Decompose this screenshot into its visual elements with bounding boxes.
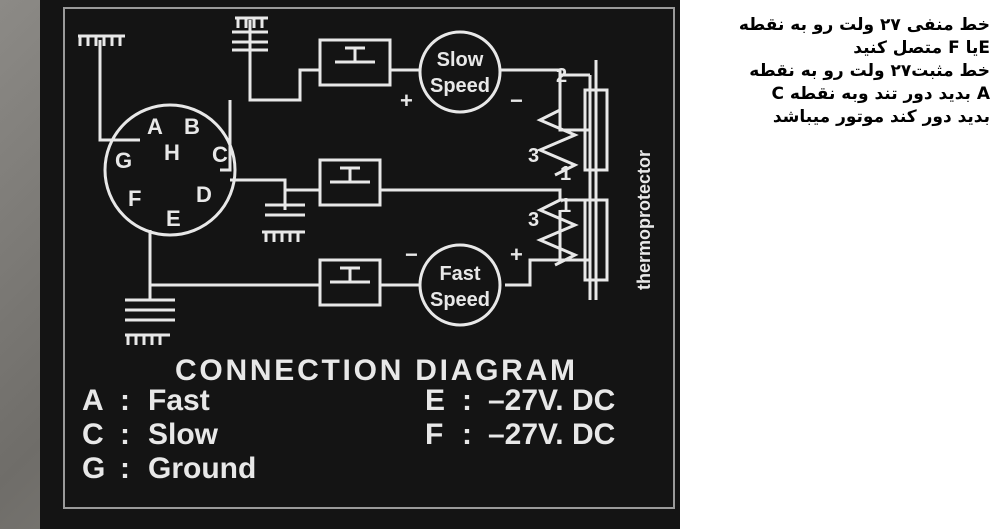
legend-value-e: –27V. DC — [488, 384, 615, 417]
motor-slow-minus: − — [510, 88, 523, 113]
terminal-3-upper: 3 — [528, 145, 539, 167]
pin-d-label: D — [196, 182, 212, 207]
note-line-3: خط مثبت۲۷ ولت رو به نقطه — [749, 61, 990, 81]
legend-value-g: Ground — [148, 452, 256, 485]
thermoprotector-block — [536, 60, 609, 300]
motor-slow-label-2: Speed — [430, 75, 490, 97]
legend-key-f: F — [425, 418, 443, 451]
relay-fast — [318, 258, 382, 307]
thermoprotector-label: thermoprotector — [634, 150, 654, 290]
legend-value-f: –27V. DC — [488, 418, 615, 451]
legend: A : Fast C : Slow G : Ground E : –27V. D… — [82, 384, 615, 485]
legend-value-c: Slow — [148, 418, 219, 451]
legend-key-a: A — [82, 384, 104, 417]
motor-fast-minus: − — [405, 242, 418, 267]
legend-sep-g: : — [120, 452, 130, 485]
legend-sep-e: : — [462, 384, 472, 417]
motor-fast-label-2: Speed — [430, 289, 490, 311]
motor-slow-label-1: Slow — [437, 49, 484, 71]
relays — [318, 38, 392, 307]
pin-c-label: C — [212, 142, 228, 167]
terminal-1-lower: 1 — [560, 195, 571, 217]
plate-border — [63, 7, 675, 509]
legend-sep-f: : — [462, 418, 472, 451]
connector: A B C D E F G H — [103, 103, 237, 237]
legend-sep-c: : — [120, 418, 130, 451]
plate-background — [40, 0, 680, 529]
pin-f-label: F — [128, 186, 141, 211]
legend-sep-a: : — [120, 384, 130, 417]
terminal-numbers: 2 3 1 3 1 — [528, 65, 571, 231]
pin-a-label: A — [147, 114, 163, 139]
motor-fast: Fast Speed − + — [405, 242, 523, 327]
legend-key-e: E — [425, 384, 445, 417]
note-line-2: Eیا F متصل کنید — [853, 38, 990, 58]
motor-slow-plus: + — [400, 88, 413, 113]
nameplate-photo: A B C D E F G H Slow Speed + − Fast Spee… — [0, 0, 680, 529]
terminal-1-upper: 1 — [560, 163, 571, 185]
diagram-title: CONNECTION DIAGRAM — [175, 354, 575, 387]
terminal-2: 2 — [556, 65, 567, 87]
motor-fast-plus: + — [510, 242, 523, 267]
motor-fast-label-1: Fast — [439, 263, 480, 285]
pin-e-label: E — [166, 206, 181, 231]
terminal-3-lower: 3 — [528, 209, 539, 231]
pin-b-label: B — [184, 114, 200, 139]
ground-symbols — [78, 16, 305, 345]
legend-key-g: G — [82, 452, 105, 485]
legend-key-c: C — [82, 418, 104, 451]
connection-diagram-plate: A B C D E F G H Slow Speed + − Fast Spee… — [40, 0, 680, 529]
note-line-4: A بدید دور تند وبه نقطه C — [771, 84, 990, 104]
legend-value-a: Fast — [148, 384, 210, 417]
relay-slow — [318, 38, 392, 87]
relay-middle — [318, 158, 382, 207]
persian-instructions: خط منفی ۲۷ ولت رو به نقطه Eیا F متصل کنی… — [690, 14, 990, 129]
pin-h-label: H — [164, 140, 180, 165]
wiring — [98, 20, 592, 300]
note-line-5: بدید دور کند موتور میباشد — [772, 107, 990, 127]
motor-slow: Slow Speed + − — [400, 30, 523, 114]
pin-g-label: G — [115, 148, 132, 173]
note-line-1: خط منفی ۲۷ ولت رو به نقطه — [738, 15, 990, 35]
